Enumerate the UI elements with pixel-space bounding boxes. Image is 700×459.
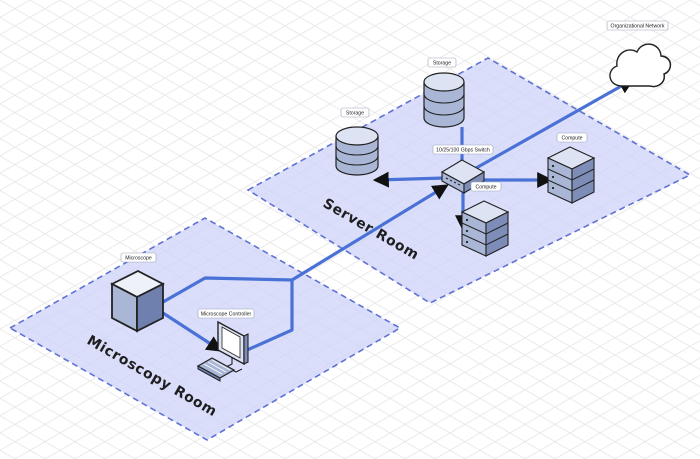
label-compute-right: Compute <box>556 132 588 143</box>
link-microscope-to-controller <box>162 311 223 352</box>
svg-text:Microscope: Microscope <box>125 256 152 262</box>
connections <box>162 78 635 357</box>
svg-text:Compute: Compute <box>475 185 496 191</box>
link-microscope-to-trunk <box>162 276 293 304</box>
cloud-icon <box>609 43 672 88</box>
svg-text:Organizational Network: Organizational Network <box>611 24 665 30</box>
svg-text:Storage: Storage <box>433 61 451 67</box>
label-storage-top: Storage <box>427 57 457 68</box>
keyboard-icon <box>196 357 236 382</box>
svg-text:10/25/100 Gbps Switch: 10/25/100 Gbps Switch <box>436 148 490 154</box>
microscope-cube-icon <box>110 269 165 333</box>
label-switch: 10/25/100 Gbps Switch <box>432 144 494 155</box>
link-controller-to-trunk <box>235 280 294 357</box>
label-organizational-network: Organizational Network <box>606 20 669 31</box>
svg-text:Compute: Compute <box>561 136 582 142</box>
label-microscope-controller: Microscope Controller <box>197 308 255 319</box>
network-switch-icon <box>440 159 486 194</box>
compute-bottom-server-icon <box>460 200 510 257</box>
microscope-controller-monitor-icon <box>217 320 249 373</box>
compute-right-server-icon <box>546 146 596 204</box>
svg-text:Storage: Storage <box>346 111 364 117</box>
svg-text:Microscope Controller: Microscope Controller <box>201 312 252 318</box>
link-switch-to-storage-left <box>372 171 446 188</box>
storage-left-icon <box>335 126 379 176</box>
link-microscopy-to-switch <box>291 184 449 282</box>
label-microscope: Microscope <box>120 252 157 263</box>
link-switch-to-organizational-network <box>461 78 635 178</box>
storage-top-icon <box>423 72 465 128</box>
label-compute-bottom: Compute <box>470 181 502 192</box>
label-storage-left: Storage <box>340 107 370 118</box>
